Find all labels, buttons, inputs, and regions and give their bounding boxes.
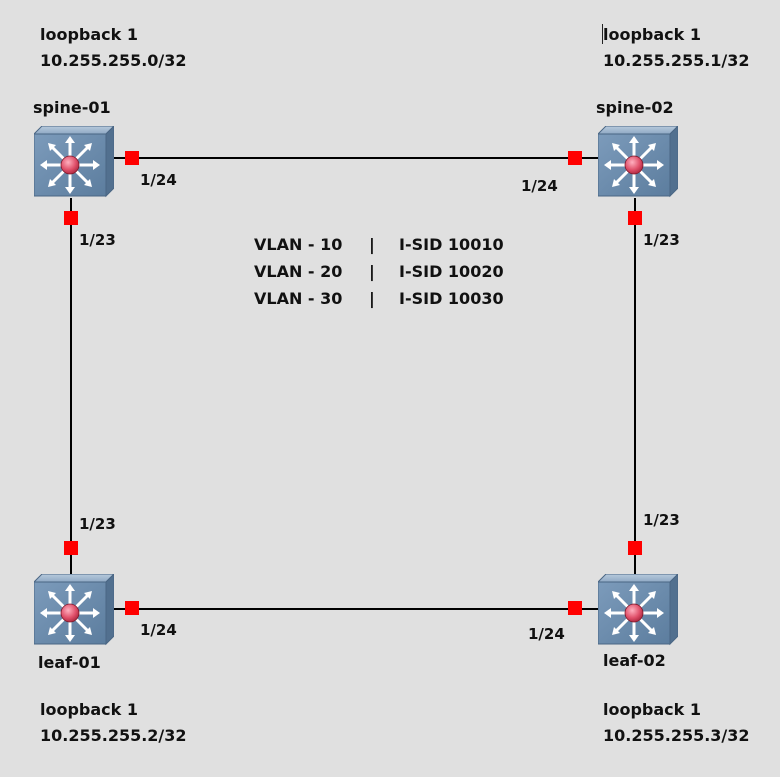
vlan-separator: | (369, 262, 375, 281)
loopback-title-leaf-01: loopback 1 (40, 700, 138, 719)
loopback-title-leaf-02: loopback 1 (603, 700, 701, 719)
port-label-spine-01-to-spine-02: 1/24 (140, 171, 177, 189)
loopback-ip-leaf-01: 10.255.255.2/32 (40, 726, 187, 745)
loopback-ip-spine-01: 10.255.255.0/32 (40, 51, 187, 70)
loopback-ip-leaf-02: 10.255.255.3/32 (603, 726, 750, 745)
port-label-spine-02-to-leaf-02: 1/23 (643, 231, 680, 249)
switches-layer (34, 126, 678, 646)
layer3-switch-icon-leaf-02[interactable] (598, 574, 678, 646)
port-label-leaf-01-to-leaf-02: 1/24 (140, 621, 177, 639)
port-marker-leaf-02-1-23[interactable] (628, 541, 642, 555)
port-label-spine-01-to-leaf-01: 1/23 (79, 231, 116, 249)
isid-value: I-SID 10020 (399, 262, 504, 281)
port-marker-leaf-01-1-23[interactable] (64, 541, 78, 555)
port-marker-spine-02-1-24[interactable] (568, 151, 582, 165)
vlan-id: VLAN - 10 (254, 235, 343, 254)
vlan-separator: | (369, 289, 375, 308)
port-label-leaf-02-to-spine-02: 1/23 (643, 511, 680, 529)
port-marker-leaf-02-1-24[interactable] (568, 601, 582, 615)
layer3-switch-icon-leaf-01[interactable] (34, 574, 114, 646)
layer3-switch-icon-spine-01[interactable] (34, 126, 114, 198)
port-marker-spine-02-1-23[interactable] (628, 211, 642, 225)
isid-value: I-SID 10030 (399, 289, 504, 308)
node-label-leaf-01: leaf-01 (38, 653, 101, 672)
port-label-leaf-01-to-spine-01: 1/23 (79, 515, 116, 533)
loopback-ip-spine-02: 10.255.255.1/32 (603, 51, 750, 70)
port-markers-layer (64, 151, 642, 615)
links-layer (70, 157, 636, 610)
node-label-leaf-02: leaf-02 (603, 651, 666, 670)
layer3-switch-icon-spine-02[interactable] (598, 126, 678, 198)
node-label-spine-02: spine-02 (596, 98, 674, 117)
loopback-title-spine-02: loopback 1 (603, 25, 701, 44)
isid-value: I-SID 10010 (399, 235, 504, 254)
vlan-row: VLAN - 20 | I-SID 10020 (254, 262, 504, 282)
vlan-row: VLAN - 10 | I-SID 10010 (254, 235, 504, 255)
text-cursor (602, 24, 603, 44)
port-label-leaf-02-to-leaf-01: 1/24 (528, 625, 565, 643)
loopback-title-spine-01: loopback 1 (40, 25, 138, 44)
vlan-separator: | (369, 235, 375, 254)
port-label-spine-02-to-spine-01: 1/24 (521, 177, 558, 195)
vlan-row: VLAN - 30 | I-SID 10030 (254, 289, 504, 309)
node-label-spine-01: spine-01 (33, 98, 111, 117)
port-marker-leaf-01-1-24[interactable] (125, 601, 139, 615)
vlan-id: VLAN - 30 (254, 289, 343, 308)
vlan-id: VLAN - 20 (254, 262, 343, 281)
port-marker-spine-01-1-24[interactable] (125, 151, 139, 165)
port-marker-spine-01-1-23[interactable] (64, 211, 78, 225)
